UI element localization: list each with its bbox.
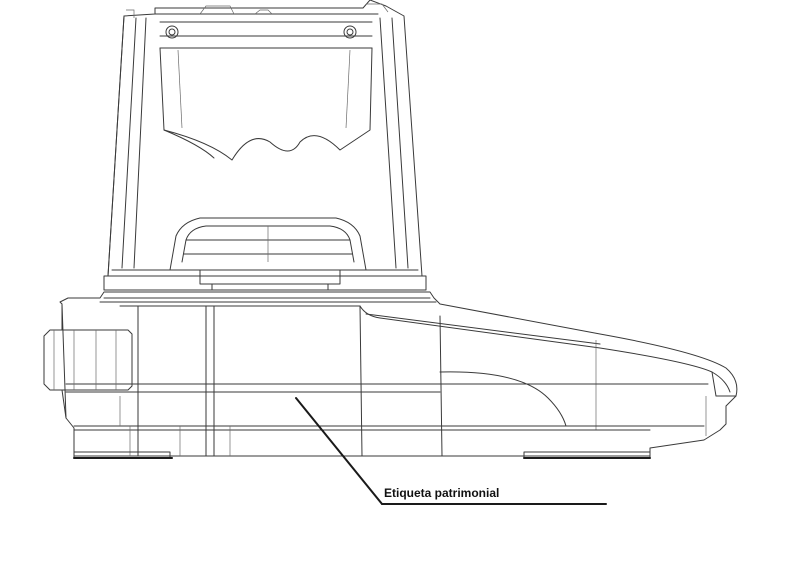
leader-line: [295, 397, 383, 505]
weighing-pan: [169, 217, 367, 291]
balance-base: [43, 291, 738, 459]
draft-shield: [103, 0, 427, 291]
asset-tag-callout: Etiqueta patrimonial: [295, 397, 607, 505]
asset-tag-label: Etiqueta patrimonial: [384, 486, 499, 500]
